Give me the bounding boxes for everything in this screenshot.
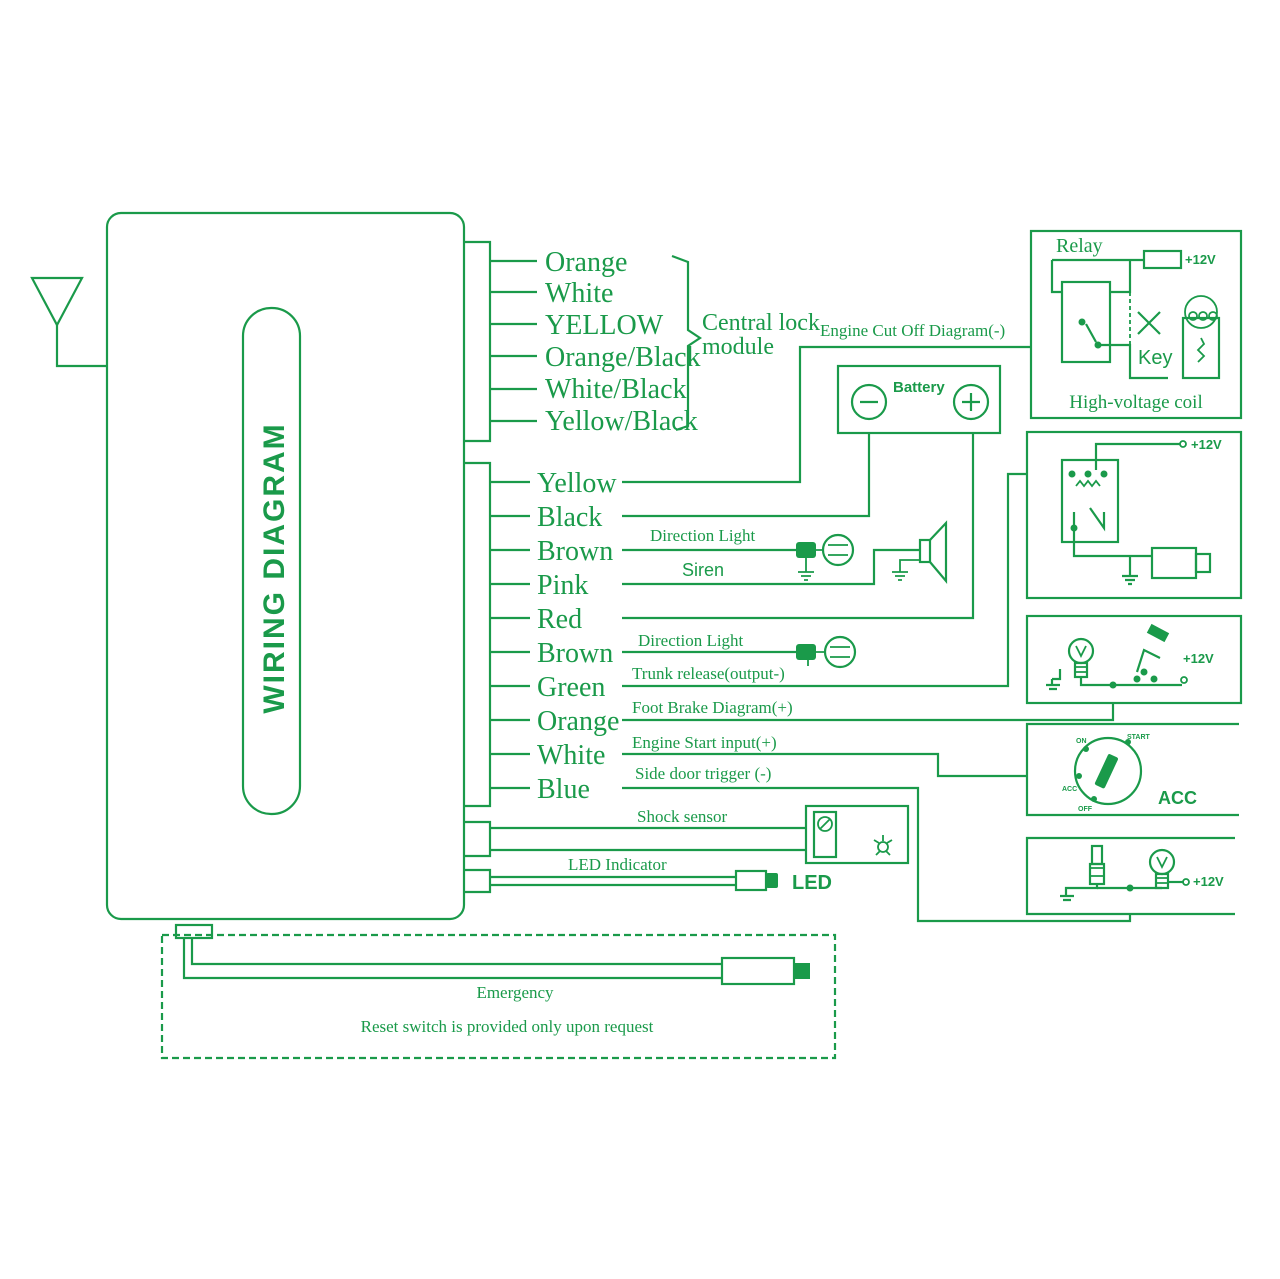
siren-label: Siren — [682, 560, 724, 580]
yellow-wire-run — [622, 345, 1050, 484]
brake-12v-label: +12V — [1183, 651, 1214, 666]
engine-cut-off-label: Engine Cut Off Diagram(-) — [820, 321, 1005, 340]
antenna-icon — [30, 276, 108, 368]
wire-blue: Blue — [537, 774, 590, 805]
wire-red: Red — [537, 604, 582, 635]
wire-brown-2: Brown — [537, 638, 613, 669]
led-connector — [464, 868, 778, 894]
led-label: LED — [792, 872, 832, 894]
black-wire-run — [622, 433, 871, 518]
main-wire-connector — [464, 461, 530, 808]
trunk-12v-label: +12V — [1191, 437, 1222, 452]
key-label: Key — [1138, 347, 1172, 369]
battery-label: Battery — [893, 379, 945, 396]
door-box — [1025, 836, 1235, 916]
wire-black: Black — [537, 502, 602, 533]
lock-wire-orange-black: Orange/Black — [545, 342, 701, 373]
relay-label: Relay — [1056, 235, 1103, 257]
ignition-start-label: START — [1127, 734, 1151, 741]
coil-label: High-voltage coil — [1069, 392, 1203, 413]
acc-label: ACC — [1158, 788, 1197, 808]
lock-wire-white: White — [545, 278, 613, 309]
foot-brake-label: Foot Brake Diagram(+) — [632, 698, 793, 717]
white-wire-run — [622, 752, 1066, 778]
wire-yellow: Yellow — [537, 468, 617, 499]
wire-orange: Orange — [537, 706, 619, 737]
trunk-release-label: Trunk release(output-) — [632, 664, 785, 683]
module-label-plate — [241, 306, 302, 816]
battery — [836, 364, 1002, 435]
trunk-relay-box — [1025, 430, 1243, 600]
direction-light-label-2: Direction Light — [638, 631, 744, 650]
ignition-acc-small-label: ACC — [1062, 786, 1077, 793]
ignition-box — [1025, 722, 1239, 817]
shock-sensor-connector — [464, 804, 910, 865]
green-wire-run — [622, 472, 1067, 688]
ignition-off-label: OFF — [1078, 806, 1093, 813]
diagram-title: WIRING DIAGRAM — [258, 422, 291, 713]
lock-wire-yellow-black: Yellow/Black — [545, 406, 698, 437]
reset-note: Reset switch is provided only upon reque… — [361, 1017, 654, 1036]
door-12v-label: +12V — [1193, 874, 1224, 889]
lock-wire-yellow: YELLOW — [545, 310, 664, 341]
wire-pink: Pink — [537, 570, 588, 601]
emergency-section — [160, 923, 837, 1060]
pink-wire-run — [622, 548, 920, 586]
side-door-label: Side door trigger (-) — [635, 764, 771, 783]
shock-sensor-label: Shock sensor — [637, 807, 728, 826]
direction-bulb-icon — [796, 533, 855, 581]
red-wire-run — [622, 433, 975, 620]
relay-box — [1029, 229, 1243, 420]
ignition-on-label: ON — [1076, 738, 1087, 745]
central-lock-label: Central lock — [702, 310, 820, 336]
wire-brown-1: Brown — [537, 536, 613, 567]
lock-wire-white-black: White/Black — [545, 374, 687, 405]
wire-white: White — [537, 740, 605, 771]
relay-12v-label: +12V — [1185, 252, 1216, 267]
central-lock-connector — [464, 240, 702, 443]
engine-start-label: Engine Start input(+) — [632, 733, 777, 752]
brake-box — [1025, 614, 1243, 705]
wire-green: Green — [537, 672, 605, 703]
central-lock-label-2: module — [702, 334, 774, 360]
led-indicator-label: LED Indicator — [568, 855, 667, 874]
direction-light-label-1: Direction Light — [650, 526, 756, 545]
siren-icon — [892, 520, 948, 585]
emergency-label: Emergency — [476, 983, 554, 1002]
lock-wire-orange: Orange — [545, 247, 627, 278]
direction-bulb-icon-2 — [796, 635, 857, 669]
